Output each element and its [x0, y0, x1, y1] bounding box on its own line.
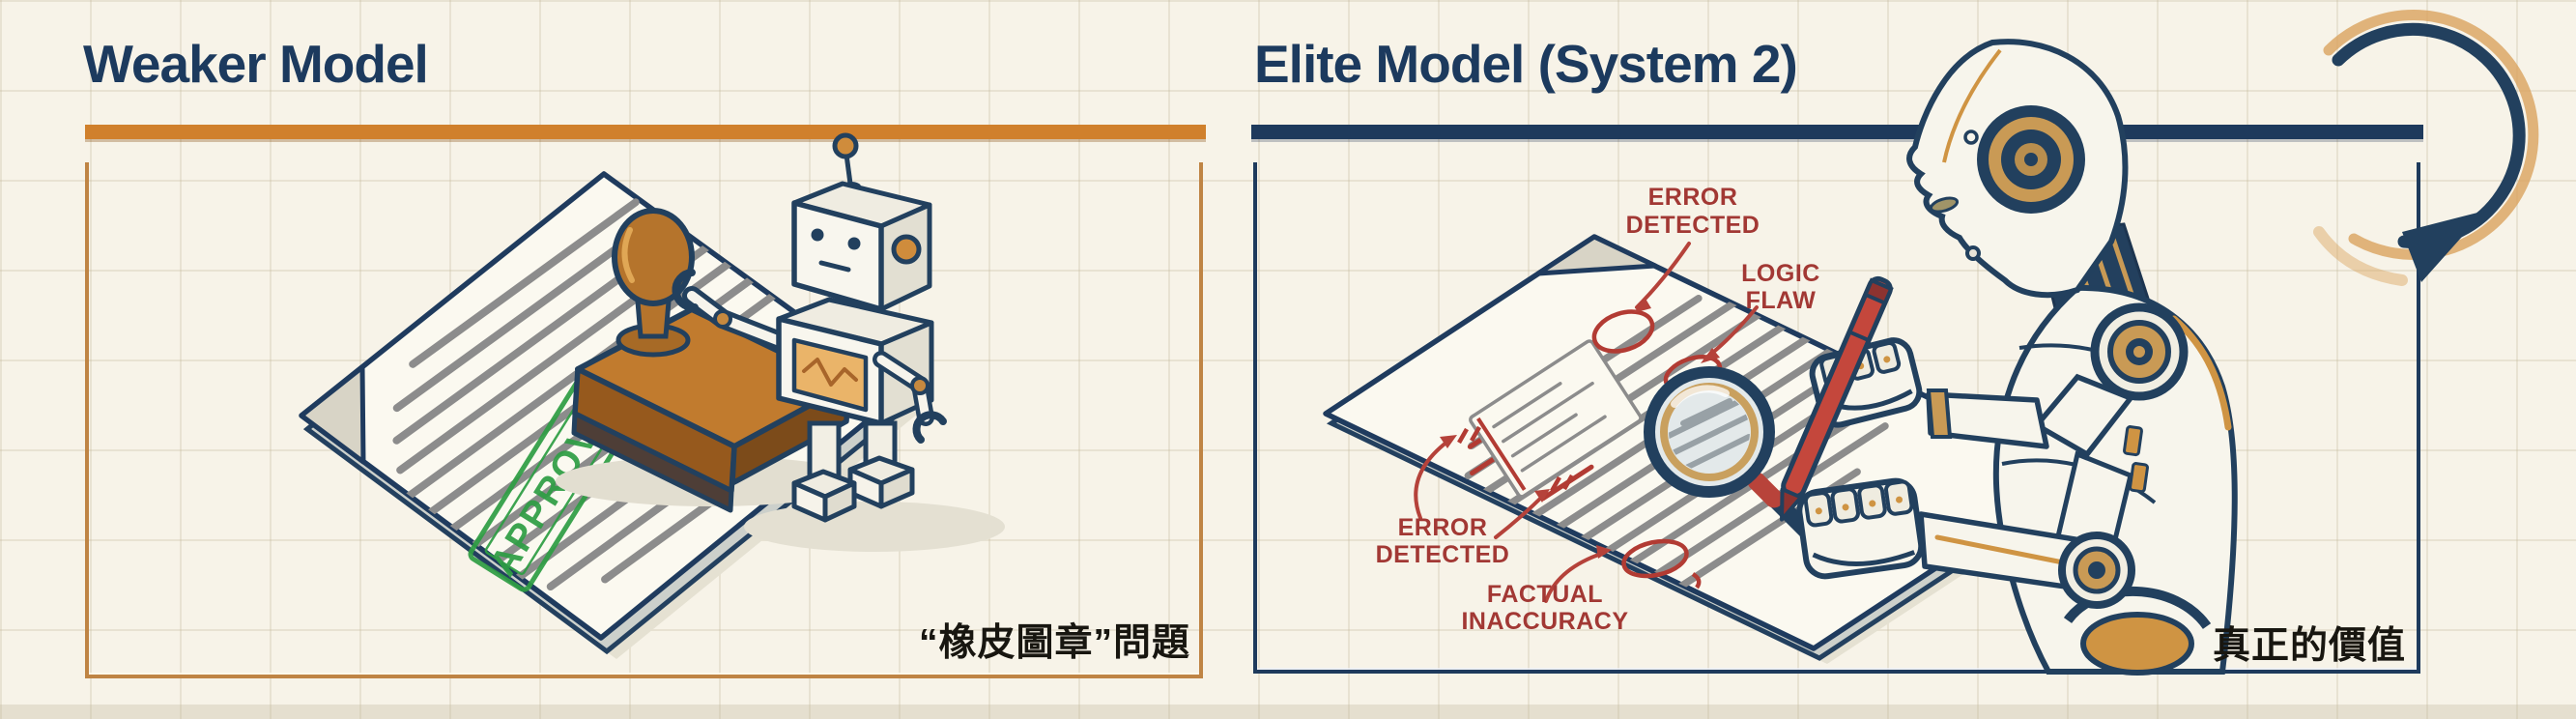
gripper-claw-icon — [912, 411, 947, 444]
right-panel-caption: 真正的價值 — [2212, 625, 2406, 667]
annotation-error-detected-top-line2: DETECTED — [1626, 212, 1760, 239]
annotation-factual-inaccuracy-line1: FACTUAL — [1487, 581, 1603, 608]
left-panel-caption: “橡皮圖章”問題 — [918, 622, 1190, 664]
magnifier-collar — [1747, 472, 1784, 508]
annotation-error-detected-bottom-line1: ERROR — [1398, 514, 1488, 541]
annotation-factual-inaccuracy-line2: INACCURACY — [1461, 608, 1628, 635]
folded-corner-icon — [1535, 234, 1658, 276]
bottom-shade-band — [0, 705, 2576, 719]
right-panel-frame — [1253, 162, 2420, 674]
robot-ear-module — [1977, 105, 2085, 214]
android-robot-icon — [1780, 39, 2238, 676]
simple-robot-icon — [672, 132, 1005, 552]
folded-corner-icon — [299, 364, 366, 465]
annotation-error-detected-top-line1: ERROR — [1648, 184, 1738, 211]
document-table-box — [1469, 339, 1643, 499]
right-panel-title: Elite Model (System 2) — [1254, 34, 1798, 94]
magnifying-glass-icon — [1644, 366, 1818, 542]
gripper-claw-icon — [672, 269, 699, 312]
annotation-labels: ERROR DETECTED LOGIC FLAW ERROR DETECTED… — [1376, 184, 1820, 635]
robot-eye — [847, 237, 861, 250]
annotation-error-detected-bottom-line2: DETECTED — [1376, 541, 1510, 568]
left-title-underline-bar — [85, 125, 1206, 139]
left-panel-frame — [85, 162, 1203, 678]
chest-screen — [791, 337, 869, 413]
antenna-ball — [832, 132, 859, 159]
left-panel-title: Weaker Model — [83, 34, 429, 94]
red-pen-icon — [1780, 275, 1894, 522]
annotation-logic-flaw-line2: FLAW — [1746, 287, 1817, 314]
shoulder-joint — [2090, 302, 2189, 401]
screen-waveform — [802, 358, 858, 387]
robot-shadow — [744, 502, 1005, 552]
right-title-underline-bar — [1251, 125, 2423, 139]
annotation-arrows — [1414, 242, 1759, 603]
robot-ear — [891, 234, 922, 265]
robot-eye — [1929, 196, 1960, 214]
hip-joint — [2080, 612, 2194, 676]
robot-hand-magnifier — [1796, 477, 1925, 580]
elbow-joint — [2058, 532, 2135, 609]
weaker-model-scene: APPROVED — [299, 132, 1005, 659]
robot-eye — [811, 228, 824, 242]
elite-model-scene: ERROR DETECTED LOGIC FLAW ERROR DETECTED… — [1323, 39, 2238, 676]
annotation-logic-flaw-line1: LOGIC — [1741, 260, 1820, 287]
robot-mouth — [818, 260, 851, 273]
cycle-arrow-icon — [2313, 10, 2539, 286]
